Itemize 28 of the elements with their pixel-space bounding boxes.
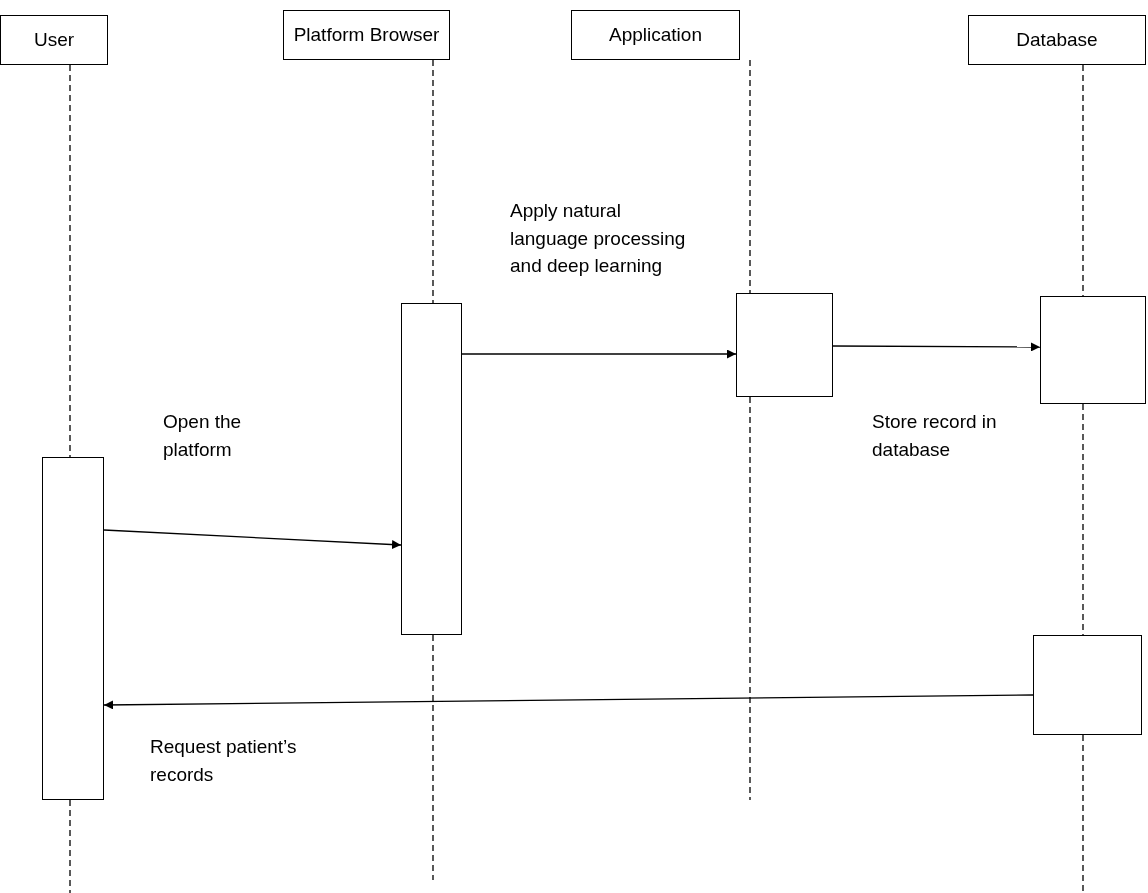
participant-name: Database [1016, 29, 1098, 51]
lifeline [749, 396, 751, 801]
message-arrow [103, 694, 1034, 710]
lifeline [432, 59, 434, 304]
activation-box [1033, 635, 1142, 735]
participant-name: User [33, 29, 75, 51]
activation-box [42, 457, 104, 800]
activation-box [736, 293, 833, 397]
lifeline [69, 799, 71, 893]
lifeline [1082, 734, 1084, 893]
message-arrow [103, 529, 402, 550]
message-label: Store record in database [872, 410, 998, 462]
activation-box [401, 303, 462, 635]
participant-name: Platform Browser [293, 24, 440, 46]
lifeline [749, 59, 751, 294]
lifeline-header-box [0, 15, 108, 65]
message-arrow [832, 342, 1041, 352]
lifeline-header-box [968, 15, 1146, 65]
message-arrow [461, 349, 737, 359]
message-label: Request patient’s records [150, 735, 298, 787]
lifeline [69, 64, 71, 458]
activation-box [1040, 296, 1146, 404]
message-label: Open the platform [163, 410, 243, 462]
message-label: Apply natural language processing and deep learning [510, 199, 687, 279]
lifeline [432, 634, 434, 881]
participant-name: Application [609, 24, 702, 46]
lifeline-header-box [571, 10, 740, 60]
lifeline-header-box [283, 10, 450, 60]
